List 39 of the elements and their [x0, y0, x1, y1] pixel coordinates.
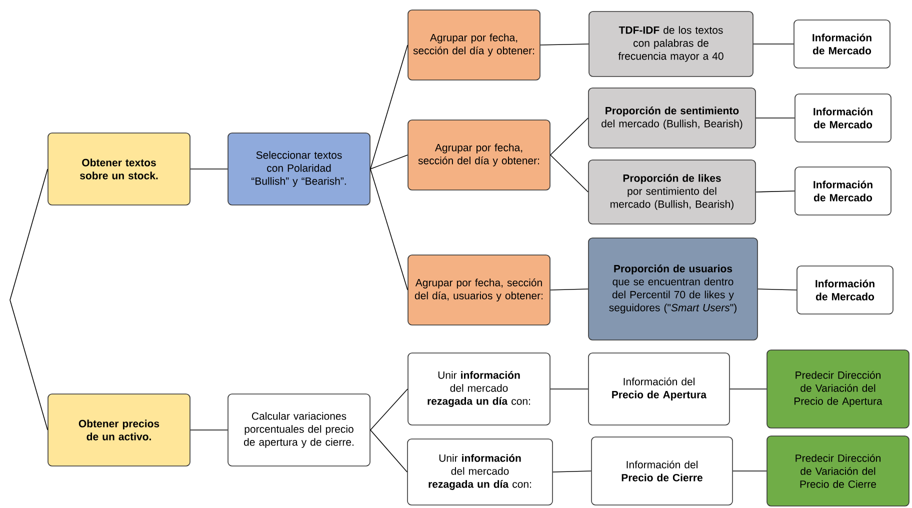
process-box: Agrupar por fecha, sección del día y obtener:	[408, 10, 540, 80]
process-box: Unir información del mercado rezagada un día con:	[407, 438, 553, 506]
result-box: Predecir Dirección de Variación del Precio de Cierre	[766, 436, 910, 506]
process-box: Proporción de usuarios que se encuentran dentro del Percentil 70 de likes y seguidores ("Smart Users")	[588, 238, 758, 340]
result-box: Predecir Dirección de Variación del Precio de Apertura	[766, 350, 910, 428]
connector-line	[370, 388, 408, 430]
output-box: Información de Mercado	[794, 94, 892, 142]
process-box: Obtener precios de un activo.	[48, 394, 190, 466]
connector-line	[370, 168, 408, 290]
process-box: Calcular variaciones porcentuales del precio de apertura y de cierre.	[228, 394, 370, 466]
process-box: Proporción de likes por sentimiento del mercado (Bullish, Bearish)	[588, 160, 756, 224]
connector-line	[756, 190, 795, 192]
process-box: Unir información del mercado rezagada un día con:	[408, 352, 550, 426]
output-box: Información de Mercado	[796, 266, 894, 314]
connector-line	[758, 288, 797, 290]
process-box: Proporción de sentimiento del mercado (Bullish, Bearish)	[588, 88, 756, 148]
connector-line	[370, 44, 408, 170]
connector-line	[10, 168, 48, 300]
output-box: Información de Mercado	[794, 20, 890, 68]
process-box: TDF-IDF de los textos con palabras de frecuencia mayor a 40	[588, 11, 754, 77]
connector-line	[730, 388, 767, 390]
connector-line	[190, 168, 228, 170]
process-box: Obtener textos sobre un stock.	[48, 132, 190, 206]
process-box: Agrupar por fecha, sección del día, usuarios y obtener:	[408, 254, 550, 326]
output-box: Información de Mercado	[794, 166, 892, 216]
process-box: Seleccionar textos con Polaridad “Bullish” y “Bearish”.	[228, 132, 370, 206]
connector-line	[550, 388, 588, 390]
connector-line	[370, 154, 408, 170]
connector-line	[550, 288, 588, 290]
connector-line	[552, 470, 592, 472]
connector-line	[370, 430, 408, 472]
connector-line	[540, 44, 589, 46]
connector-line	[10, 300, 48, 430]
connector-line	[550, 118, 588, 156]
connector-line	[732, 470, 767, 472]
connector-line	[550, 154, 588, 192]
process-box: Información del Precio de Apertura	[588, 352, 730, 426]
process-box: Información del Precio de Cierre	[591, 436, 733, 506]
process-box: Agrupar por fecha, sección del día y obtener:	[408, 120, 550, 190]
